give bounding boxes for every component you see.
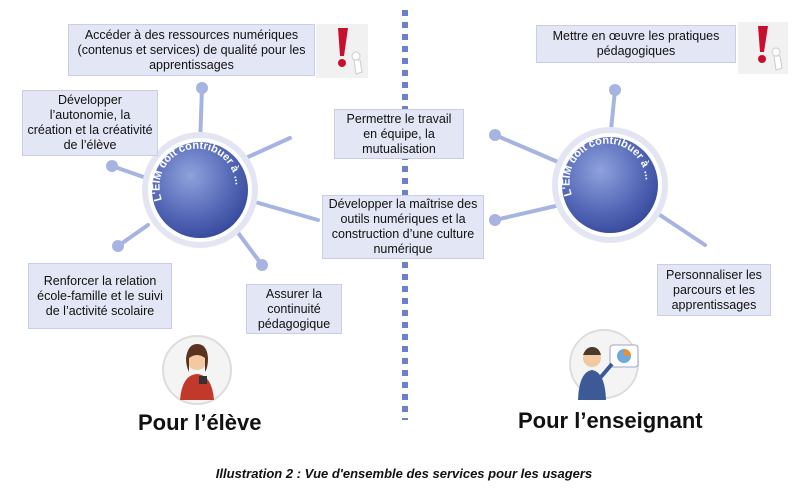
box-maitrise-outils-text: Développer la maîtrise des outils numéri… xyxy=(328,197,478,256)
box-travail-equipe: Permettre le travail en équipe, la mutua… xyxy=(334,109,464,159)
right-hub: L'EIM doit contribuer à ... xyxy=(552,127,668,243)
box-relation-ecole-famille-text: Renforcer la relation école-famille et l… xyxy=(37,273,163,318)
box-personnaliser-parcours: Personnaliser les parcours et les appren… xyxy=(657,264,771,316)
exclamation-figure-icon xyxy=(316,24,368,78)
box-developper-autonomie-text: Développer l’autonomie, la création et l… xyxy=(27,93,153,152)
box-travail-equipe-text: Permettre le travail en équipe, la mutua… xyxy=(346,111,452,156)
left-hub: L'EIM doit contribuer à ... xyxy=(142,132,258,248)
heading-enseignant: Pour l’enseignant xyxy=(518,408,703,433)
box-relation-ecole-famille: Renforcer la relation école-famille et l… xyxy=(28,263,172,329)
box-developper-autonomie: Développer l’autonomie, la création et l… xyxy=(22,90,158,156)
box-pratiques-pedagogiques: Mettre en œuvre les pratiques pédagogiqu… xyxy=(536,25,736,63)
box-continuite-pedagogique-text: Assurer la continuité pédagogique xyxy=(257,286,331,331)
student-icon xyxy=(162,335,232,405)
box-personnaliser-parcours-text: Personnaliser les parcours et les appren… xyxy=(666,267,762,312)
box-pratiques-pedagogiques-text: Mettre en œuvre les pratiques pédagogiqu… xyxy=(552,29,720,58)
exclamation-figure-icon xyxy=(738,22,788,74)
left-spokes xyxy=(106,82,320,271)
box-acceder-ressources-text: Accéder à des ressources numériques (con… xyxy=(77,27,306,72)
box-acceder-ressources: Accéder à des ressources numériques (con… xyxy=(68,24,315,76)
heading-eleve: Pour l’élève xyxy=(138,410,262,435)
box-maitrise-outils: Développer la maîtrise des outils numéri… xyxy=(322,195,484,259)
figure-caption: Illustration 2 : Vue d'ensemble des serv… xyxy=(215,466,593,481)
box-continuite-pedagogique: Assurer la continuité pédagogique xyxy=(246,284,342,334)
teacher-icon xyxy=(569,329,639,400)
